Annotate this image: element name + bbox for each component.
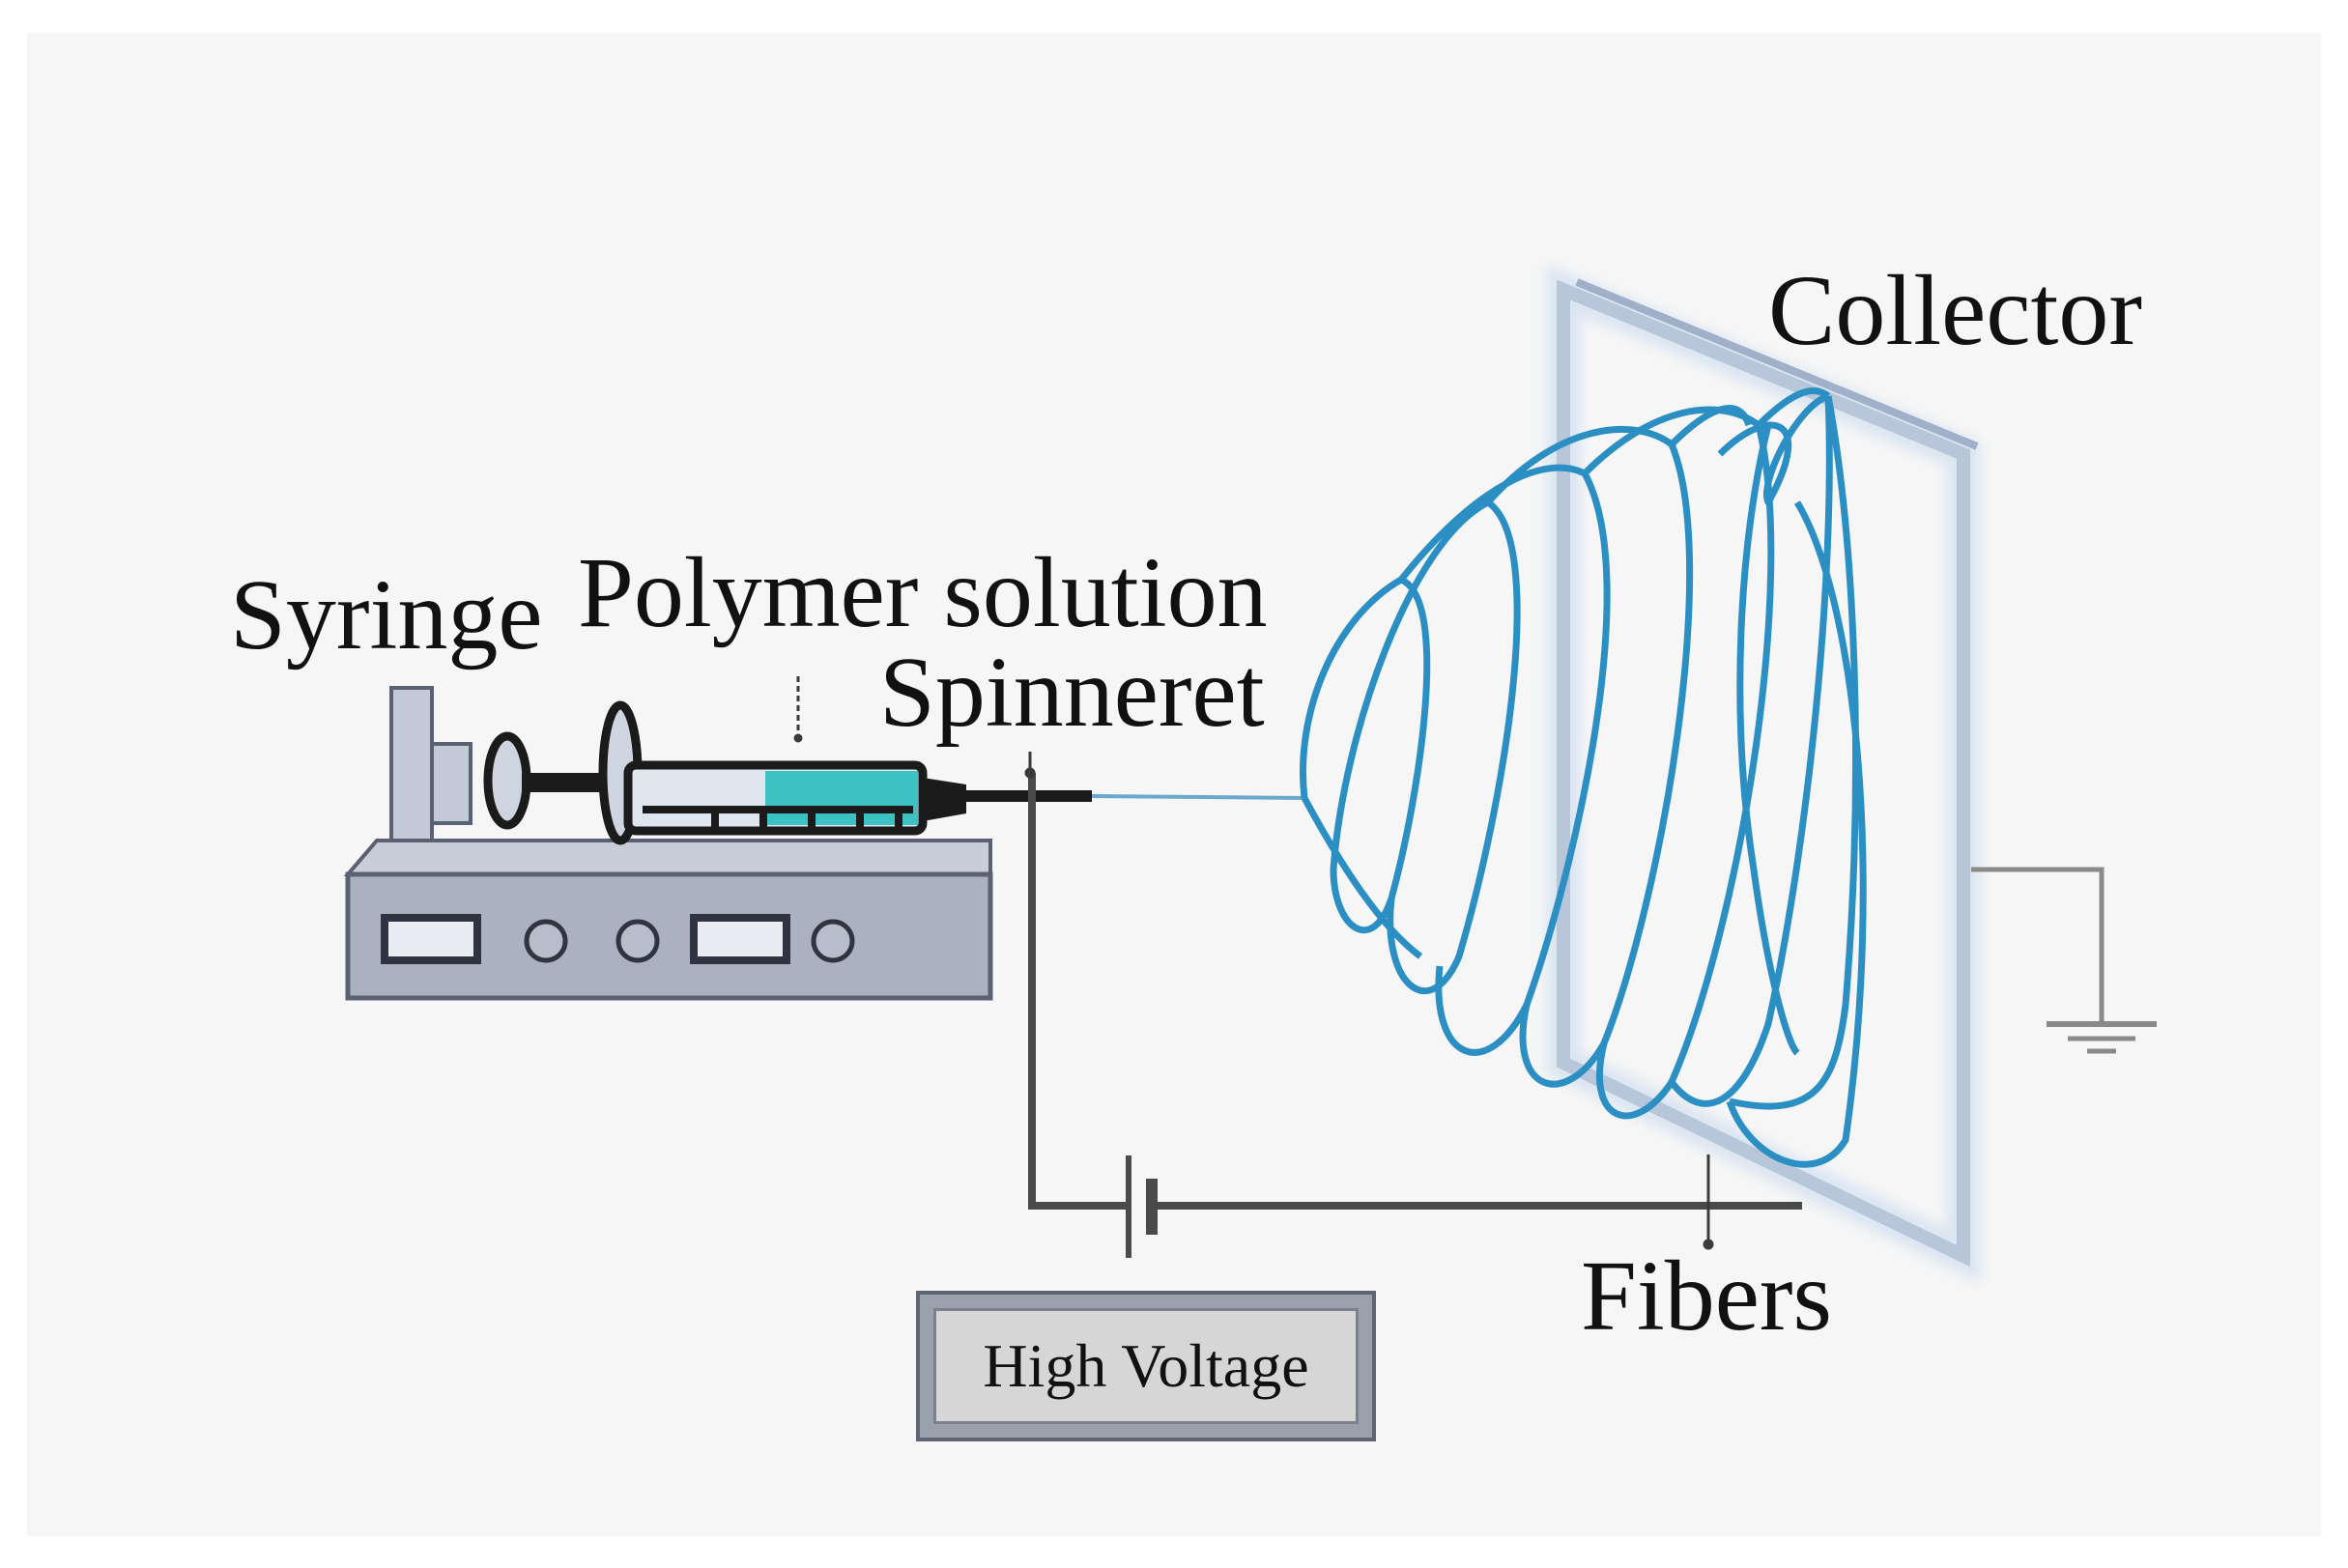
- syringe: [483, 700, 1092, 845]
- plunger-thumb: [483, 731, 531, 830]
- high-voltage-circuit: [1028, 773, 1802, 1258]
- pump-display-right: [690, 914, 790, 964]
- spinneret-label: Spinneret: [879, 637, 1265, 748]
- ground-symbol: [1971, 867, 2157, 1054]
- pump-knob-2: [616, 919, 660, 963]
- syringe-tip: [923, 778, 966, 821]
- pump-top: [343, 839, 992, 876]
- polymer-jet: [1091, 794, 1305, 800]
- polymer-solution-label: Polymer solution: [578, 537, 1268, 648]
- collector-label: Collector: [1768, 255, 2143, 366]
- pump-knob-1: [524, 919, 568, 963]
- pump-block: [430, 742, 472, 825]
- barrel-graduations: [643, 806, 913, 831]
- pump-knob-3: [811, 919, 855, 963]
- high-voltage-label: High Voltage: [983, 1331, 1309, 1400]
- plunger-rod: [522, 773, 623, 792]
- fibers: [1300, 387, 1867, 1168]
- high-voltage-supply: High Voltage: [916, 1291, 1376, 1441]
- syringe-pump: [343, 686, 993, 1001]
- syringe-label: Syringe: [230, 559, 543, 670]
- pointer-markers: [793, 676, 1714, 1250]
- high-voltage-panel: High Voltage: [933, 1308, 1359, 1424]
- polymer-solution-fill: [765, 771, 918, 825]
- pump-display-left: [381, 914, 481, 964]
- fibers-label: Fibers: [1581, 1240, 1832, 1352]
